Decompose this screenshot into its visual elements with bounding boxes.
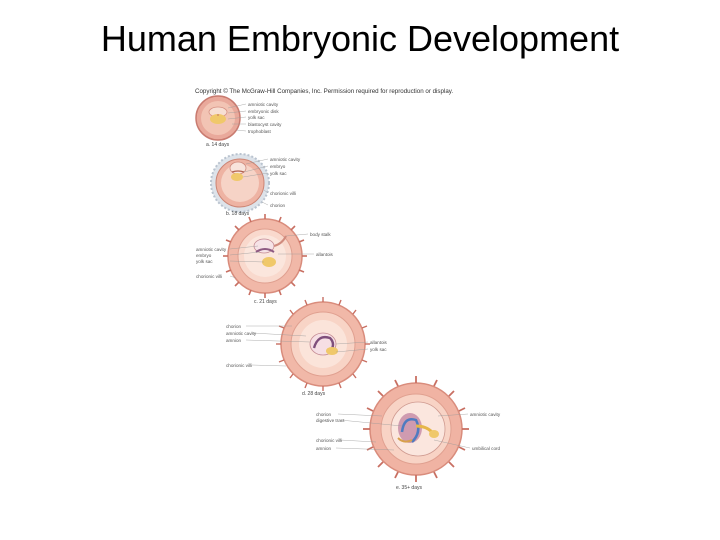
stage-b-leaders [242,158,269,206]
label-yolk-sac: yolk sac [248,115,265,120]
label-yolk-sac: yolk sac [270,171,287,176]
label-yolk-sac: yolk sac [370,347,387,352]
caption-stage-d: d. 28 days [302,391,326,397]
label-allantois: allantois [316,252,333,257]
stage-d-leaders [245,325,369,367]
label-allantois: allantois [370,340,387,345]
label-chorionic-villi: chorionic villi [270,191,297,196]
label-amniotic-cavity: amniotic cavity [470,412,501,417]
caption-stage-c: c. 21 days [254,299,277,305]
label-amnion: amnion [226,338,242,343]
label-chorion: chorion [316,412,332,417]
label-trophoblast: trophoblast [248,129,271,134]
caption-stage-b: b. 18 days [226,211,250,217]
label-embryo: embryo [270,164,286,169]
label-digestive-tract: digestive tract [316,418,345,423]
stage-b-illustration [210,153,270,213]
stage-a-illustration [195,95,241,141]
label-amniotic-cavity: amniotic cavity [270,157,301,162]
page-title: Human Embryonic Development [100,18,620,59]
label-body-stalk: body stalk [310,232,331,237]
label-amniotic-cavity: amniotic cavity [196,247,227,252]
stage-d-illustration [276,297,370,391]
stage-a-leaders [227,103,247,132]
label-chorion: chorion [226,324,242,329]
label-amniotic-cavity: amniotic cavity [226,331,257,336]
label-embryonic-disk: embryonic disk [248,109,279,114]
label-chorionic-villi: chorionic villi [196,274,223,279]
copyright-notice: Copyright © The McGraw-Hill Companies, I… [195,88,454,95]
caption-stage-a: a. 14 days [206,142,230,148]
label-chorion: chorion [270,203,286,208]
label-yolk-sac: yolk sac [196,259,213,264]
label-chorionic-villi: chorionic villi [316,438,343,443]
label-blastocyst-cavity: blastocyst cavity [248,122,282,127]
label-umbilical-cord: umbilical cord [472,446,501,451]
label-chorionic-villi: chorionic villi [226,363,253,368]
label-embryo: embryo [196,253,212,258]
stage-e-leaders [335,413,471,451]
label-amniotic-cavity: amniotic cavity [248,102,279,107]
caption-stage-e: e. 35+ days [396,485,422,491]
embryo-illustrations [195,95,471,482]
stage-e-illustration [363,376,469,482]
stage-c-leaders [229,233,314,279]
label-amnion: amnion [316,446,332,451]
embryonic-development-figure: Copyright © The McGraw-Hill Companies, I… [190,86,530,496]
stage-c-illustration [223,214,307,298]
